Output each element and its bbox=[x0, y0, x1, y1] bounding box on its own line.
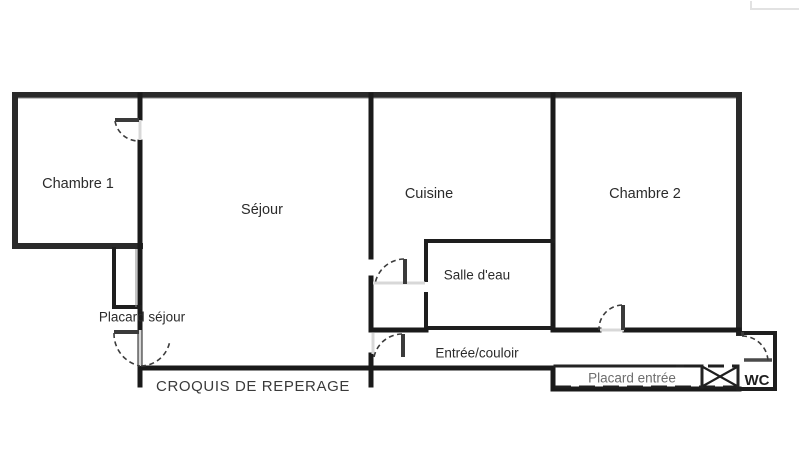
room-label-chambre-2: Chambre 2 bbox=[609, 186, 681, 202]
closet-label-placard-sejour: Placard séjour bbox=[99, 310, 186, 325]
room-fills bbox=[17, 98, 773, 389]
room-label-cuisine: Cuisine bbox=[405, 186, 453, 202]
door-chambre-1 bbox=[114, 118, 142, 142]
wc-walls bbox=[737, 331, 777, 391]
closet-label-placard-entree: Placard entrée bbox=[588, 371, 676, 386]
placard-sejour-closet bbox=[112, 247, 142, 309]
door-sejour-corridor bbox=[113, 330, 142, 367]
room-label-wc: WC bbox=[745, 372, 770, 389]
placard-entree-closet bbox=[553, 364, 740, 391]
room-label-chambre-1: Chambre 1 bbox=[42, 176, 114, 192]
closet-cross-symbol bbox=[702, 366, 738, 387]
door-chambre-2 bbox=[598, 304, 625, 332]
door-salle-d-eau bbox=[373, 258, 425, 285]
door-cuisine bbox=[371, 333, 405, 358]
exterior-walls bbox=[12, 92, 742, 371]
ghost-ui-artifact bbox=[750, 1, 799, 10]
door-sejour-jamb bbox=[140, 339, 171, 367]
room-label-sejour: Séjour bbox=[241, 202, 283, 218]
room-label-salle-d-eau: Salle d'eau bbox=[444, 268, 510, 283]
plan-title: CROQUIS DE REPERAGE bbox=[156, 378, 350, 395]
salle-d-eau-walls bbox=[424, 239, 555, 330]
room-label-entree-couloir: Entrée/couloir bbox=[435, 346, 519, 361]
entree-couloir-walls bbox=[368, 327, 742, 392]
